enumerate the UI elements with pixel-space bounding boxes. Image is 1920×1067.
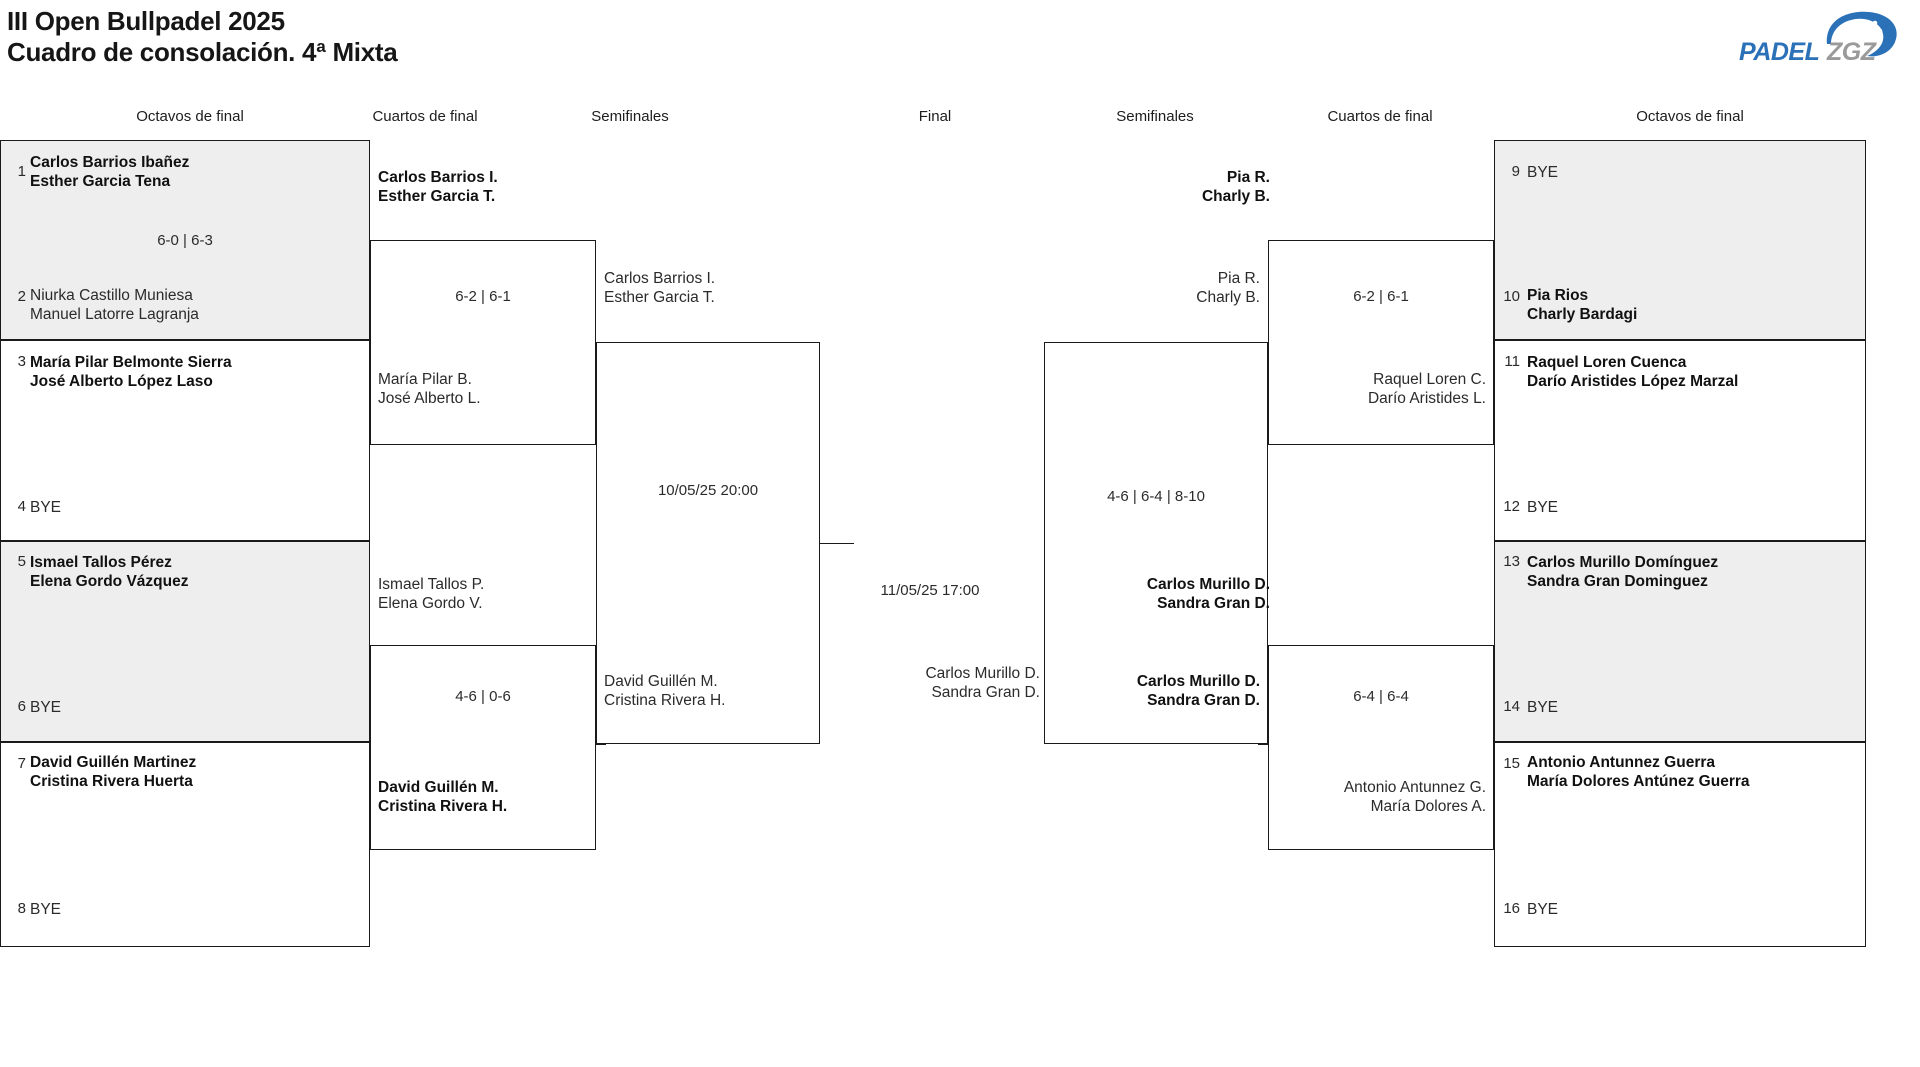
- connector: [1258, 744, 1268, 745]
- qf-team-name: Antonio Antunnez G. María Dolores A.: [1343, 779, 1486, 815]
- round-header-left-cuartos: Cuartos de final: [372, 108, 478, 125]
- right-qf-box-1[interactable]: [1268, 240, 1494, 445]
- round-header-right-cuartos: Cuartos de final: [1327, 108, 1433, 125]
- page-title: III Open Bullpadel 2025 Cuadro de consol…: [7, 6, 398, 67]
- connector: [820, 543, 854, 544]
- bye-label: BYE: [30, 699, 62, 716]
- final-schedule: 11/05/25 17:00: [880, 582, 980, 599]
- seed-number: 1: [17, 163, 26, 180]
- final-team-name: Carlos Murillo D. Sandra Gran D.: [925, 665, 1040, 701]
- seed-number: 10: [1503, 288, 1520, 305]
- seed-number: 12: [1503, 498, 1520, 515]
- left-sf-box[interactable]: [596, 342, 820, 744]
- padelzgz-logo: PADEL ZGZ: [1735, 8, 1905, 70]
- seed-number: 9: [1511, 163, 1520, 180]
- seed-number: 15: [1503, 755, 1520, 772]
- round-header-left-semis: Semifinales: [591, 108, 669, 125]
- team-name: Raquel Loren Cuenca Darío Aristides Lópe…: [1527, 354, 1739, 390]
- svg-text:PADEL: PADEL: [1739, 38, 1819, 66]
- seed-number: 6: [17, 698, 26, 715]
- qf-team-name: Carlos Murillo D. Sandra Gran D.: [1146, 576, 1270, 612]
- bye-label: BYE: [1527, 499, 1559, 516]
- round-header-right-octavos: Octavos de final: [1636, 108, 1744, 125]
- match-score: 6-0 | 6-3: [157, 232, 213, 249]
- seed-number: 2: [17, 288, 26, 305]
- sf-team-name: Carlos Barrios I. Esther Garcia T.: [604, 270, 716, 306]
- qf-team-name: Carlos Barrios I. Esther Garcia T.: [378, 169, 498, 205]
- left-qf-box-2[interactable]: [370, 645, 596, 850]
- qf-team-name: Ismael Tallos P. Elena Gordo V.: [378, 576, 485, 612]
- left-r16-pair-2[interactable]: [0, 340, 370, 541]
- left-r16-pair-4[interactable]: [0, 742, 370, 947]
- seed-number: 7: [17, 755, 26, 772]
- qf-team-name: María Pilar B. José Alberto L.: [378, 371, 481, 407]
- sf-team-name: David Guillén M. Cristina Rivera H.: [604, 673, 726, 709]
- seed-number: 5: [17, 553, 26, 570]
- left-r16-pair-3[interactable]: [0, 541, 370, 742]
- qf-team-name: David Guillén M. Cristina Rivera H.: [378, 779, 508, 815]
- team-name: Carlos Barrios Ibañez Esther Garcia Tena: [30, 154, 190, 190]
- round-header-right-semis: Semifinales: [1116, 108, 1194, 125]
- team-name: Antonio Antunnez Guerra María Dolores An…: [1527, 754, 1750, 790]
- svg-text:ZGZ: ZGZ: [1826, 38, 1878, 66]
- bye-label: BYE: [30, 901, 62, 918]
- team-name: Carlos Murillo Domínguez Sandra Gran Dom…: [1527, 554, 1719, 590]
- seed-number: 8: [17, 900, 26, 917]
- left-qf-box-1[interactable]: [370, 240, 596, 445]
- bye-label: BYE: [30, 499, 62, 516]
- left-r16-pair-1[interactable]: [0, 140, 370, 340]
- match-schedule: 10/05/25 20:00: [657, 482, 759, 499]
- right-r16-pair-3[interactable]: [1494, 541, 1866, 742]
- right-sf-box[interactable]: [1044, 342, 1268, 744]
- seed-number: 11: [1504, 353, 1520, 370]
- connector: [370, 645, 378, 646]
- right-r16-pair-2[interactable]: [1494, 340, 1866, 541]
- qf-team-name: Pia R. Charly B.: [1201, 169, 1270, 205]
- connector: [1258, 342, 1268, 343]
- connector: [596, 744, 606, 745]
- match-score: 4-6 | 6-4 | 8-10: [1107, 488, 1205, 505]
- match-score: 4-6 | 0-6: [455, 688, 511, 705]
- seed-number: 13: [1503, 553, 1520, 570]
- team-name: Ismael Tallos Pérez Elena Gordo Vázquez: [30, 554, 189, 590]
- connector: [1044, 560, 1045, 744]
- seed-number: 3: [17, 353, 26, 370]
- connector: [1486, 240, 1494, 241]
- team-name: David Guillén Martinez Cristina Rivera H…: [30, 754, 197, 790]
- qf-team-name: Raquel Loren C. Darío Aristides L.: [1367, 371, 1486, 407]
- connector: [1486, 645, 1494, 646]
- right-r16-pair-1[interactable]: [1494, 140, 1866, 340]
- sf-team-name: Carlos Murillo D. Sandra Gran D.: [1136, 673, 1260, 709]
- seed-number: 16: [1503, 900, 1520, 917]
- bye-label: BYE: [1527, 699, 1559, 716]
- right-qf-box-2[interactable]: [1268, 645, 1494, 850]
- sf-team-name: Pia R. Charly B.: [1196, 270, 1260, 306]
- seed-number: 14: [1503, 698, 1520, 715]
- match-score: 6-2 | 6-1: [455, 288, 511, 305]
- bye-label: BYE: [1527, 901, 1559, 918]
- seed-number: 4: [17, 498, 26, 515]
- bye-label: BYE: [1527, 164, 1559, 181]
- team-name: Pia Rios Charly Bardagi: [1527, 287, 1638, 323]
- match-score: 6-2 | 6-1: [1353, 288, 1409, 305]
- connector: [596, 342, 606, 343]
- team-name: Niurka Castillo Muniesa Manuel Latorre L…: [30, 287, 199, 323]
- round-header-final: Final: [918, 108, 952, 125]
- team-name: María Pilar Belmonte Sierra José Alberto…: [30, 354, 232, 390]
- round-header-left-octavos: Octavos de final: [136, 108, 244, 125]
- right-r16-pair-4[interactable]: [1494, 742, 1866, 947]
- match-score: 6-4 | 6-4: [1353, 688, 1409, 705]
- connector: [370, 240, 378, 241]
